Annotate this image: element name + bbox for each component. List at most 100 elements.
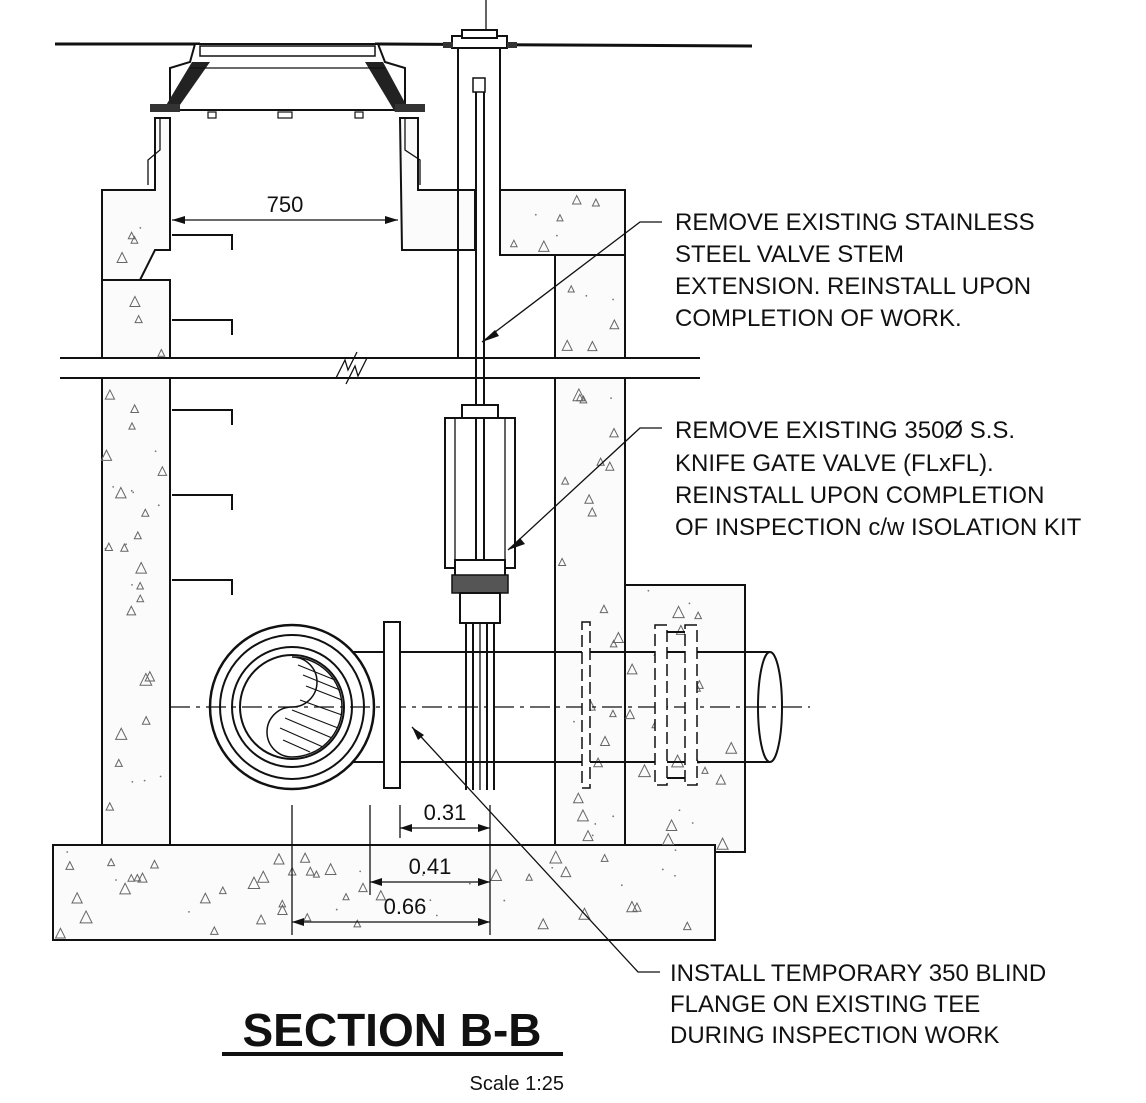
aggregate-mark [661,832,675,846]
aggregate-mark [637,763,652,778]
aggregate-mark [209,925,219,935]
aggregate-mark [612,631,625,643]
aggregate-mark [608,427,620,438]
aggregate-mark [54,927,67,939]
note-valve-line-4: OF INSPECTION c/w ISOLATION KIT [675,514,1082,541]
aggregate-dot [131,583,133,586]
aggregate-mark [133,873,142,882]
aggregate-mark [247,875,261,890]
aggregate-mark [670,753,685,768]
aggregate-dot [612,815,615,818]
aggregate-dot [610,397,612,400]
aggregate-mark [114,727,128,740]
aggregate-mark [305,866,316,876]
aggregate-mark [560,476,570,485]
aggregate-mark [144,670,156,682]
aggregate-dot [130,489,133,492]
aggregate-dot [688,602,691,605]
aggregate-mark [140,508,150,517]
valve-stem-extension [443,0,517,408]
lower-dimensions: 0.31 0.41 0.66 [291,800,491,935]
aggregate-mark [116,251,128,263]
aggregate-mark [199,892,211,904]
aggregate-mark [604,461,615,471]
aggregate-dot [139,226,142,229]
aggregate-mark [130,235,139,244]
aggregate-mark [578,907,591,920]
aggregate-mark [136,581,145,590]
aggregate-dot [591,834,594,837]
aggregate-mark [489,868,503,882]
aggregate-dot [131,781,134,783]
aggregate-mark [353,919,362,928]
aggregate-mark [127,231,136,240]
aggregate-dot [159,775,162,778]
aggregate-mark [342,892,350,901]
note-flange: INSTALL TEMPORARY 350 BLIND FLANGE ON EX… [670,960,1046,1049]
aggregate-mark [549,850,563,864]
aggregate-mark [599,735,611,747]
aggregate-mark [624,708,636,720]
blind-flange [383,621,401,789]
note-flange-line-2: FLANGE ON EXISTING TEE [670,991,980,1018]
note-stem-line-2: STEEL VALVE STEM [675,241,904,268]
ground-line-right [374,42,753,48]
aggregate-mark [149,859,160,869]
pipe-assembly [170,621,810,791]
note-stem-line-1: REMOVE EXISTING STAINLESS [675,209,1035,236]
note-stem-line-3: EXTENSION. REINSTALL UPON [675,273,1031,300]
aggregate-dot [468,882,471,885]
top-slab [101,117,626,281]
aggregate-mark [567,284,576,293]
aggregate-dot [66,851,69,853]
aggregate-dot [551,866,554,869]
aggregate-mark [106,857,116,867]
aggregate-mark [114,758,124,767]
aggregate-dot [585,294,588,297]
aggregate-mark [665,818,678,831]
aggregate-mark [579,395,588,404]
aggregate-mark [626,900,638,913]
aggregate-mark [255,913,267,925]
aggregate-mark [127,873,136,882]
aggregate-mark [571,194,582,205]
aggregate-dot [661,868,664,871]
aggregate-mark [324,862,337,875]
aggregate-mark [587,340,598,352]
aggregate-mark [561,339,574,351]
dim-031-label: 0.31 [424,800,467,825]
aggregate-mark [694,610,703,620]
aggregate-dot [556,234,558,237]
aggregate-mark [128,421,136,430]
aggregate-mark [256,870,270,883]
aggregate-mark [105,801,115,811]
aggregate-mark [134,314,143,324]
aggregate-mark [675,624,687,635]
aggregate-mark [312,870,321,878]
aggregate-dot [678,809,681,812]
ladder-rungs [172,234,233,595]
aggregate-mark [609,318,620,330]
aggregate-dot [188,910,190,913]
aggregate-mark [79,909,93,924]
aggregate-mark [575,393,584,402]
aggregate-mark [682,921,692,931]
aggregate-mark [299,852,311,863]
aggregate-mark [725,741,738,754]
aggregate-mark [576,808,590,822]
aggregate-mark [509,239,518,248]
aggregate-mark [626,663,638,675]
leader-lines [411,221,662,973]
aggregate-mark [556,213,564,222]
aggregate-mark [135,561,148,574]
aggregate-mark [358,882,368,893]
aggregate-mark [119,542,129,552]
aggregate-dot [674,874,676,877]
knife-gate-valve [444,404,516,790]
break-line [60,351,700,385]
aggregate-mark [608,709,617,718]
aggregate-mark [375,889,387,901]
aggregate-mark [537,239,550,252]
aggregate-mark [129,295,141,307]
